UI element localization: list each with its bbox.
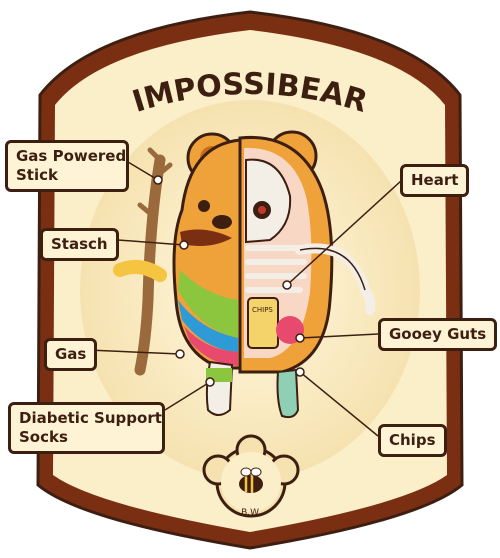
label-diabetic-support-socks: Diabetic Support Socks	[8, 402, 165, 454]
label-line-2: Stick	[16, 166, 58, 184]
bear-fur-half	[113, 132, 242, 416]
label-line-1: Diabetic Support	[19, 409, 162, 427]
label-gas: Gas	[44, 338, 98, 371]
label-heart: Heart	[400, 164, 470, 197]
bee-icon	[239, 467, 263, 493]
label-gooey-guts: Gooey Guts	[378, 318, 498, 351]
gas-powered-stick	[134, 154, 166, 376]
label-line-2: Socks	[19, 428, 68, 446]
label-gas-powered-stick: Gas Powered Stick	[5, 140, 129, 192]
label-chips: Chips	[378, 424, 447, 457]
label-stasch: Stasch	[40, 228, 119, 261]
pointer-lines	[87, 161, 403, 437]
signature: B.W.	[241, 508, 261, 518]
chips-bag-text: CHIPS	[252, 306, 273, 314]
label-line-1: Gas Powered	[16, 147, 127, 165]
bear-skeleton-half: CHIPS	[238, 130, 376, 419]
stick-twigs	[137, 147, 173, 218]
flower-badge-icon	[202, 434, 300, 518]
